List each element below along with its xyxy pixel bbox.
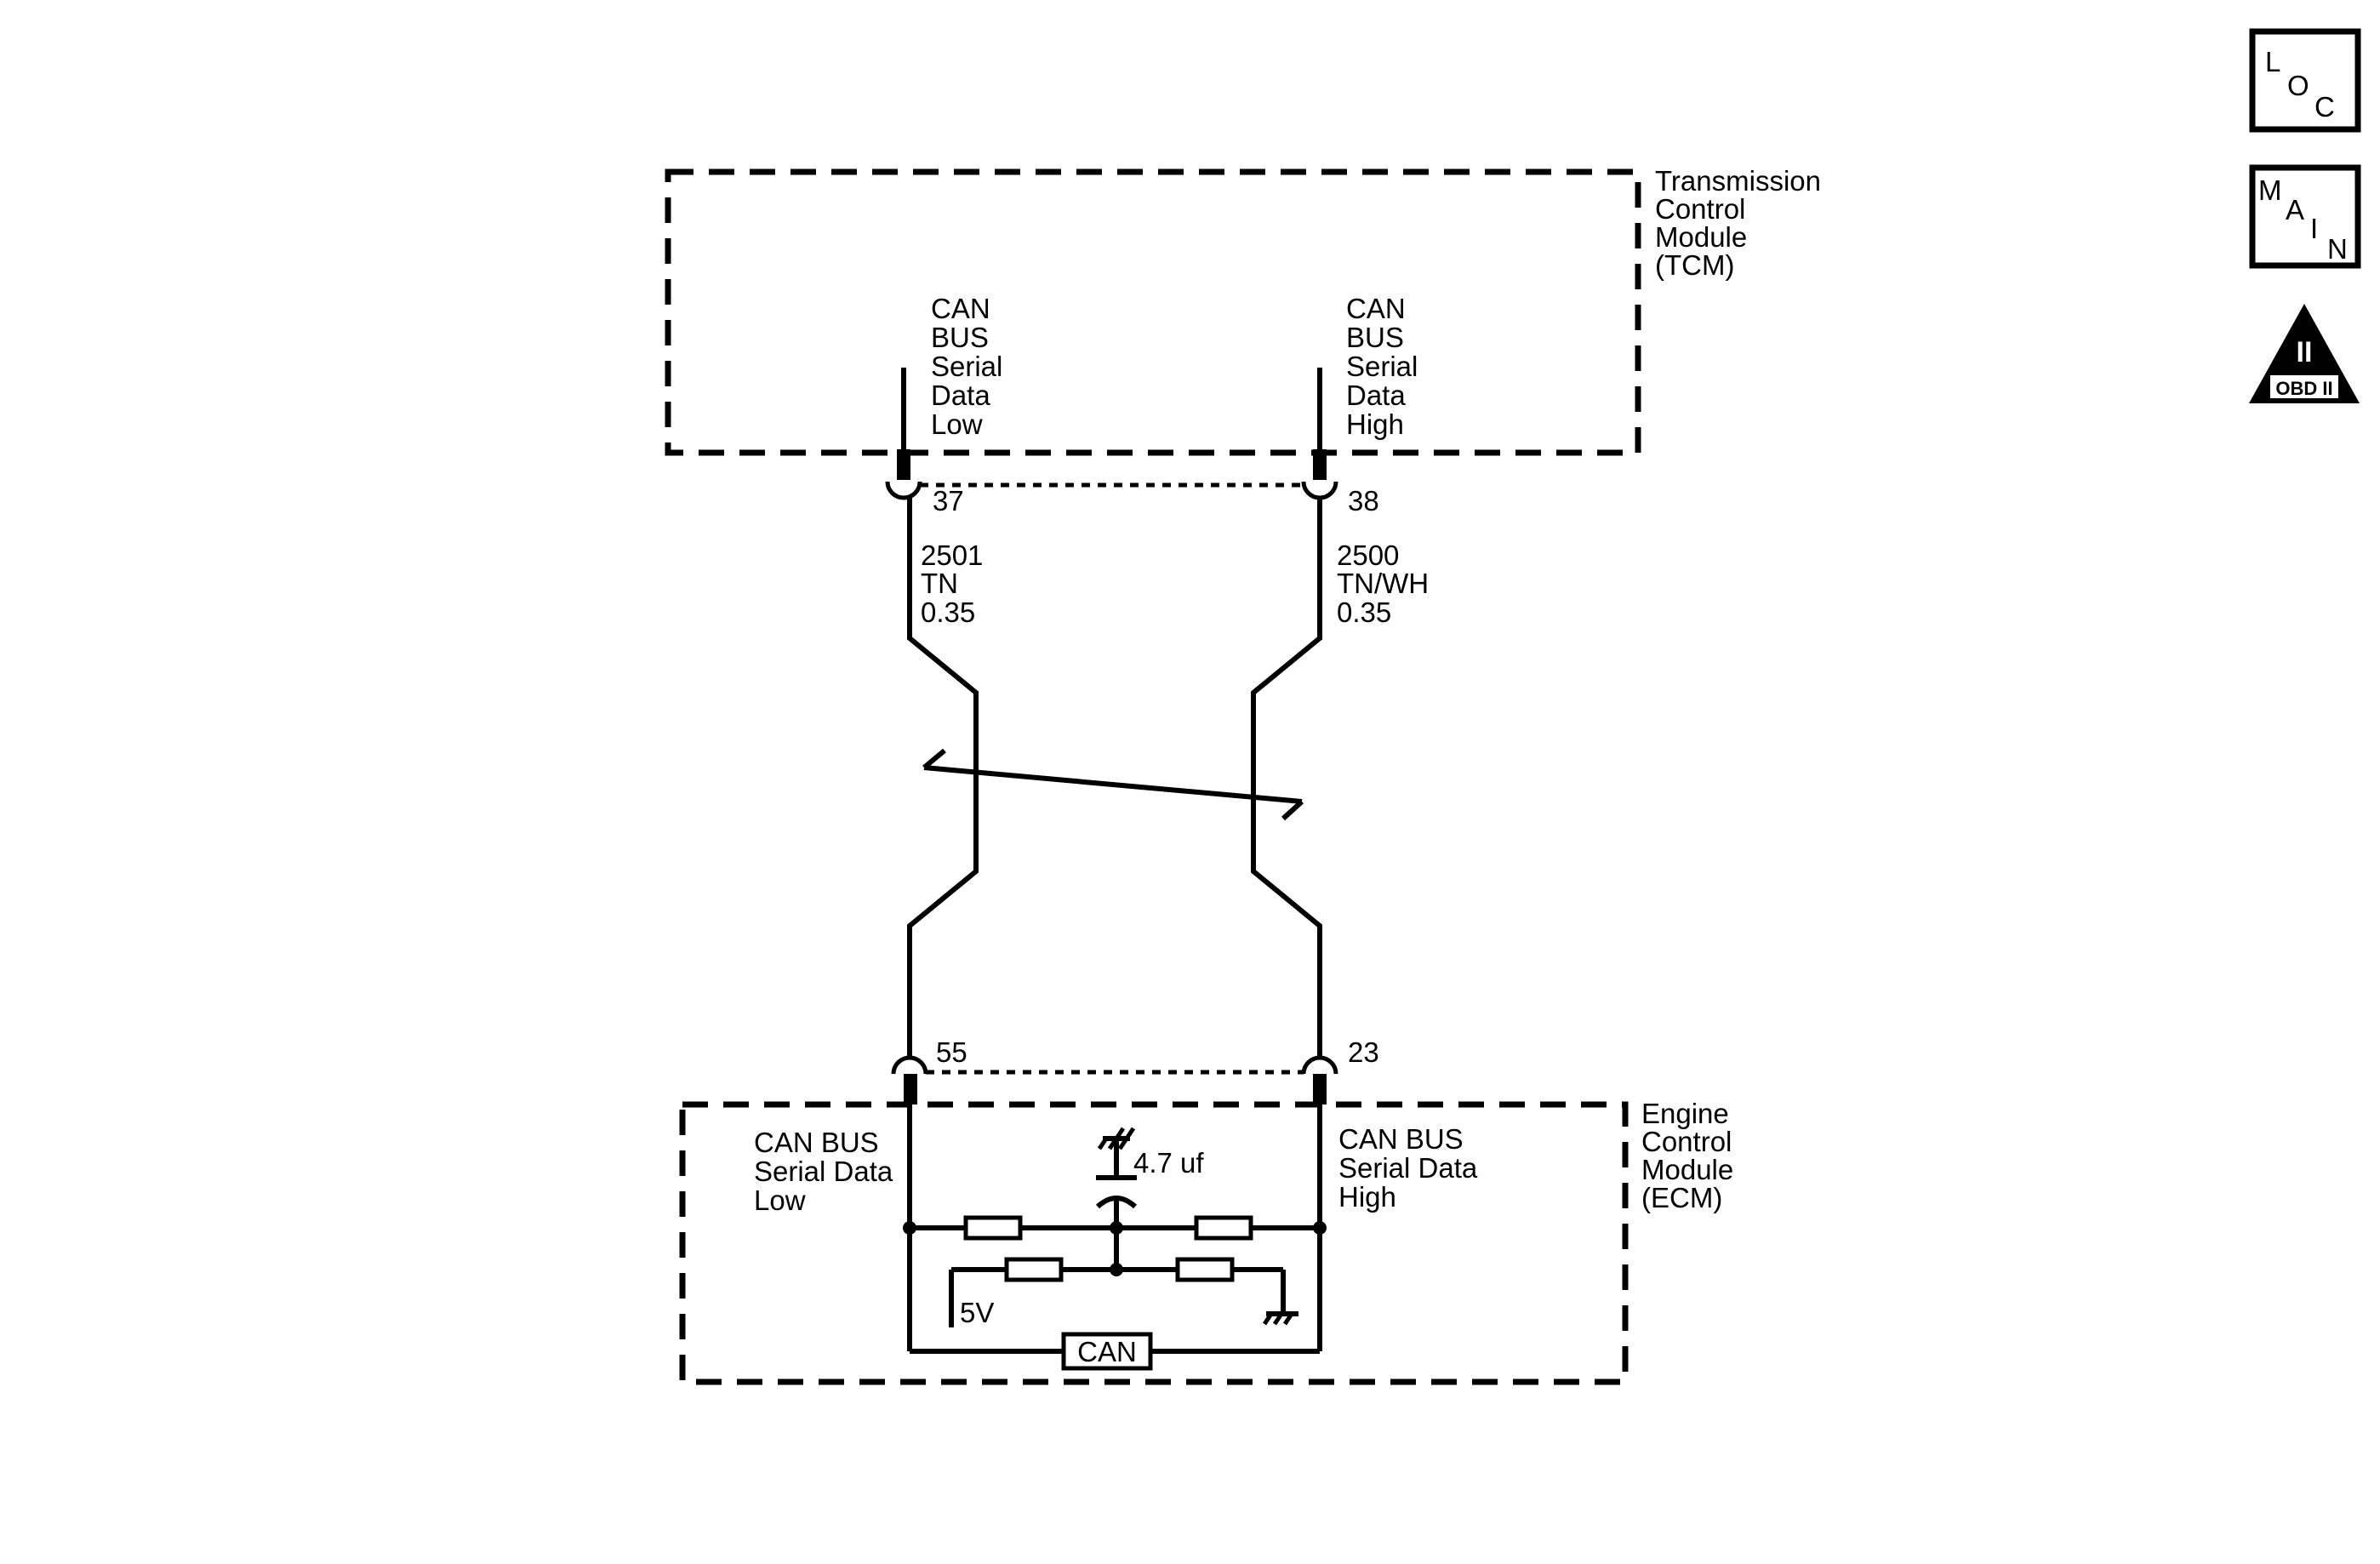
tcm-pin-37-blade [897,449,910,480]
main-letter-i: I [2310,213,2318,244]
twisted-pair-tick-left [922,748,946,770]
main-letter-n: N [2327,233,2348,265]
ecm-pin-55-socket-icon [891,1055,928,1075]
loc-letter-o: O [2287,70,2309,101]
wire-can-low-label: 2501 TN 0.35 [921,539,991,628]
obd-label: OBD II [2275,378,2332,399]
loc-button[interactable]: L O C [2249,28,2361,133]
resistor-top-right [1194,1215,1253,1241]
resistor-top-left [963,1215,1023,1241]
tcm-pin-38-label: 38 [1348,485,1379,517]
loc-letter-l: L [2265,46,2280,77]
tcm-module-label: Transmission Control Module (TCM) [1655,165,1829,281]
can-transceiver-label: CAN [1077,1336,1137,1367]
ecm-pin-23-blade [1313,1074,1327,1105]
tcm-pin-38-blade [1313,449,1327,480]
twisted-pair-tick-right [1281,799,1304,821]
twisted-pair-marker [923,765,1303,804]
tcm-pin-38-socket-icon [1301,481,1338,500]
capacitor-curved-plate-icon [1095,1196,1138,1209]
obd-label-box [2270,375,2338,398]
tcm-pin-37-socket-icon [885,481,922,500]
ecm-pin-23-label: 23 [1348,1036,1379,1068]
tcm-module-box [665,168,1641,456]
main-letter-m: M [2258,174,2282,206]
resistor-bottom-right [1175,1257,1235,1282]
wire-can-low [907,498,979,1057]
ecm-pin-55-blade [904,1074,917,1105]
can-transceiver-box [1061,1332,1153,1371]
resistor-bottom-left [1004,1257,1064,1282]
ecm-pin-55-label: 55 [936,1036,967,1068]
tcm-pin-37-label: 37 [933,485,964,517]
wire-can-high-label: 2500 TN/WH 0.35 [1337,539,1436,628]
ecm-can-low-label: CAN BUS Serial Data Low [754,1127,900,1216]
loc-letter-c: C [2314,91,2335,123]
supply-5v-label: 5V [960,1297,994,1328]
ecm-module-box [679,1101,1629,1385]
main-letter-a: A [2286,194,2304,225]
ecm-can-high-label: CAN BUS Serial Data High [1338,1123,1485,1213]
main-button[interactable]: M A I N [2249,164,2361,269]
tcm-can-low-label: CAN BUS Serial Data Low [931,293,1011,440]
ecm-module-label: Engine Control Module (ECM) [1641,1098,1741,1213]
tcm-can-high-label: CAN BUS Serial Data High [1346,293,1426,440]
capacitor-value-label: 4.7 uf [1133,1147,1204,1179]
obd-ii-button[interactable]: II OBD II [2249,304,2360,403]
ecm-pin-23-socket-icon [1301,1055,1338,1075]
ecm-internal-circuit [903,1105,1327,1371]
obd-numeral: II [2297,336,2313,368]
wire-can-high [1251,498,1322,1057]
